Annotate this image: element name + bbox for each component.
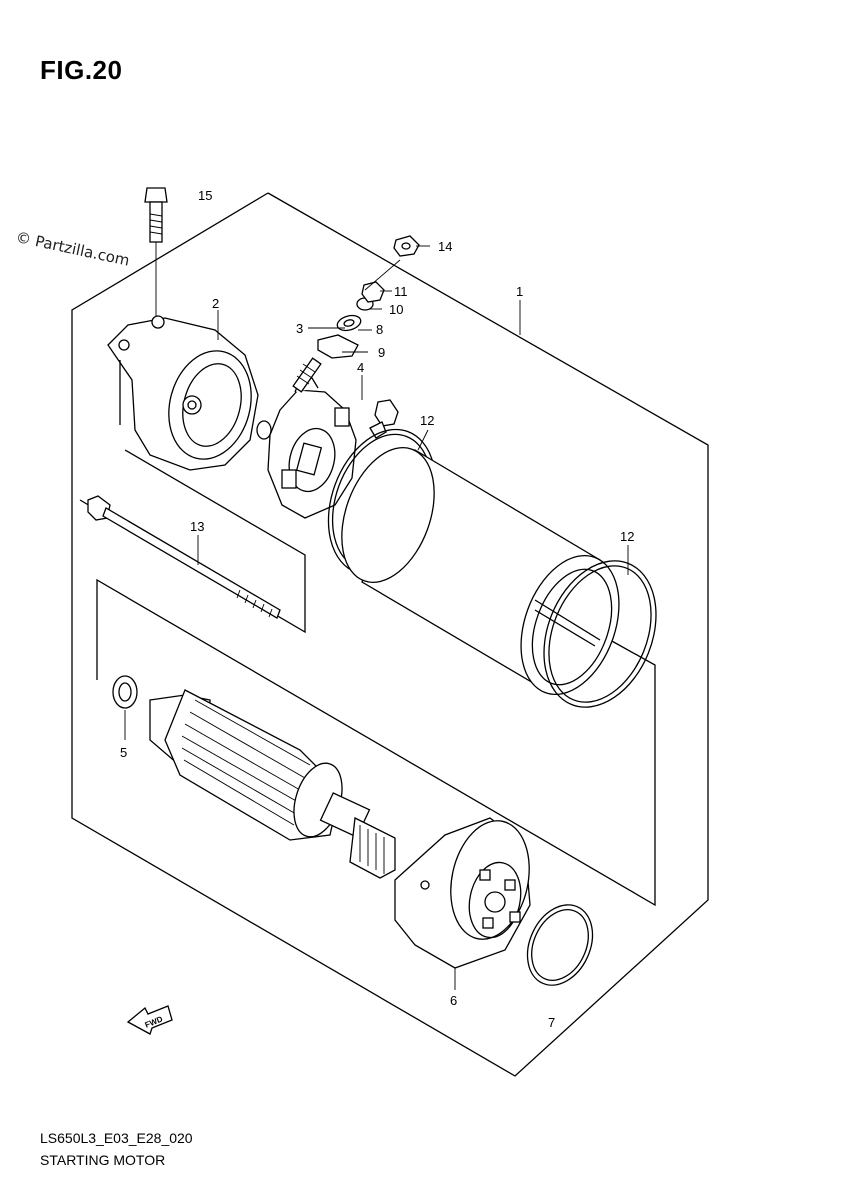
callout-12-rear: 12 bbox=[420, 413, 434, 428]
callout-4: 4 bbox=[357, 360, 364, 375]
callout-5: 5 bbox=[120, 745, 127, 760]
part-11-nut bbox=[361, 281, 385, 303]
callout-10: 10 bbox=[389, 302, 403, 317]
callout-11: 11 bbox=[394, 284, 408, 299]
part-14-nut bbox=[393, 235, 420, 257]
part-15-bolt bbox=[144, 187, 168, 320]
callouts: 15 14 11 10 8 3 9 2 1 4 12 13 12 5 6 7 bbox=[120, 188, 634, 1030]
figure-title: FIG.20 bbox=[40, 55, 123, 85]
part-armature bbox=[149, 689, 396, 879]
fwd-arrow-icon: FWD bbox=[126, 1005, 173, 1035]
callout-12-front: 12 bbox=[620, 529, 634, 544]
callout-1: 1 bbox=[516, 284, 523, 299]
part-brush-spring bbox=[369, 399, 399, 439]
callout-9: 9 bbox=[378, 345, 385, 360]
leader-lines bbox=[124, 245, 629, 990]
callout-8: 8 bbox=[376, 322, 383, 337]
part-3-terminal-bolt bbox=[292, 357, 322, 393]
callout-2: 2 bbox=[212, 296, 219, 311]
drawing-code: LS650L3_E03_E28_020 bbox=[40, 1130, 193, 1146]
callout-13: 13 bbox=[190, 519, 204, 534]
callout-15: 15 bbox=[198, 188, 212, 203]
part-6-front-housing bbox=[394, 817, 531, 969]
callout-6: 6 bbox=[450, 993, 457, 1008]
callout-7: 7 bbox=[548, 1015, 555, 1030]
callout-3: 3 bbox=[296, 321, 303, 336]
part-4-brush-plate bbox=[267, 377, 357, 519]
part-5-washer bbox=[112, 675, 138, 709]
drawing-name: STARTING MOTOR bbox=[40, 1152, 166, 1168]
callout-14: 14 bbox=[438, 239, 452, 254]
part-13-tie-bolt bbox=[87, 495, 281, 619]
armature-group-frame bbox=[96, 578, 656, 907]
part-yoke-case bbox=[341, 447, 620, 696]
part-9-insulator bbox=[317, 334, 359, 359]
part-2-rear-housing bbox=[107, 315, 259, 471]
part-7-o-ring bbox=[526, 904, 594, 986]
part-12-o-ring-front bbox=[543, 560, 657, 708]
part-8-washer bbox=[336, 314, 362, 332]
assembly-frame bbox=[71, 192, 709, 1077]
part-washer bbox=[256, 420, 272, 440]
